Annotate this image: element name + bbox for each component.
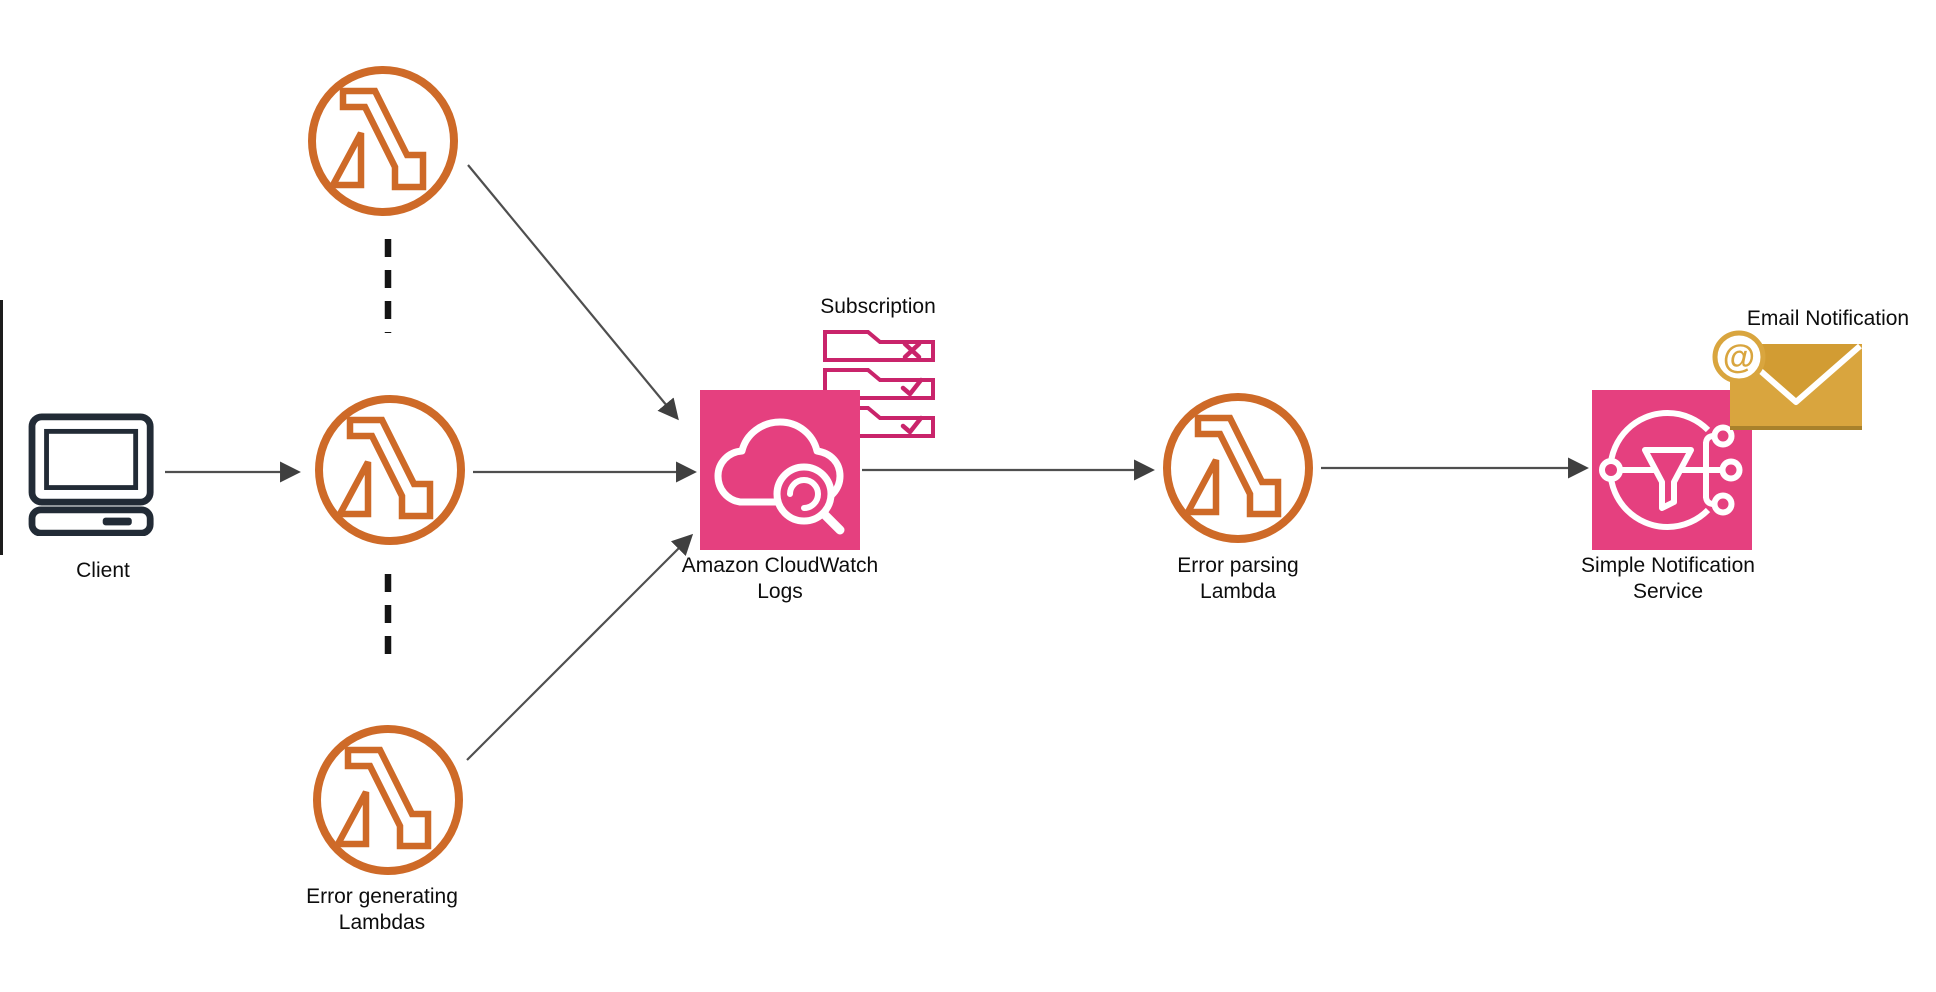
aws-lambda-icon <box>308 66 458 216</box>
at-badge <box>1712 330 1766 384</box>
at-symbol-icon: @ <box>1723 338 1755 375</box>
cloudwatch-logs <box>700 390 860 555</box>
lambda-top <box>303 61 463 226</box>
subscription-label: Subscription <box>820 295 936 318</box>
error-parsing-lambda-label: Error parsing Lambda <box>1177 554 1299 603</box>
aws-simple-notification-service-icon <box>1592 390 1752 550</box>
email-envelope-icon: @ <box>1712 330 1862 430</box>
aws-cloudwatch-logs-icon <box>700 390 860 550</box>
cloudwatch-logs-label: Amazon CloudWatch Logs <box>681 554 879 603</box>
email-notification-label: Email Notification <box>1746 307 1910 330</box>
edge-lambda-bottom-to-cloudwatch <box>466 533 694 761</box>
email-notification: @ <box>1706 326 1866 441</box>
aws-lambda-icon <box>315 395 465 545</box>
lambda-bottom <box>308 720 468 885</box>
lambda-middle <box>310 390 470 555</box>
edge-lambda-top-to-cloudwatch <box>467 164 679 421</box>
simple-notification-service <box>1592 390 1752 555</box>
error-generating-lambdas-label: Error generating Lambdas <box>306 885 458 934</box>
aws-lambda-icon <box>1163 393 1313 543</box>
subscription-row-x <box>823 330 935 362</box>
aws-lambda-icon <box>313 725 463 875</box>
screen-edge-artifact <box>0 300 3 555</box>
laptop-icon <box>28 413 154 537</box>
client-label: Client <box>76 559 130 582</box>
client-node <box>26 412 162 537</box>
error-parsing-lambda <box>1158 388 1318 553</box>
simple-notification-service-label: Simple Notification Service <box>1581 554 1755 603</box>
